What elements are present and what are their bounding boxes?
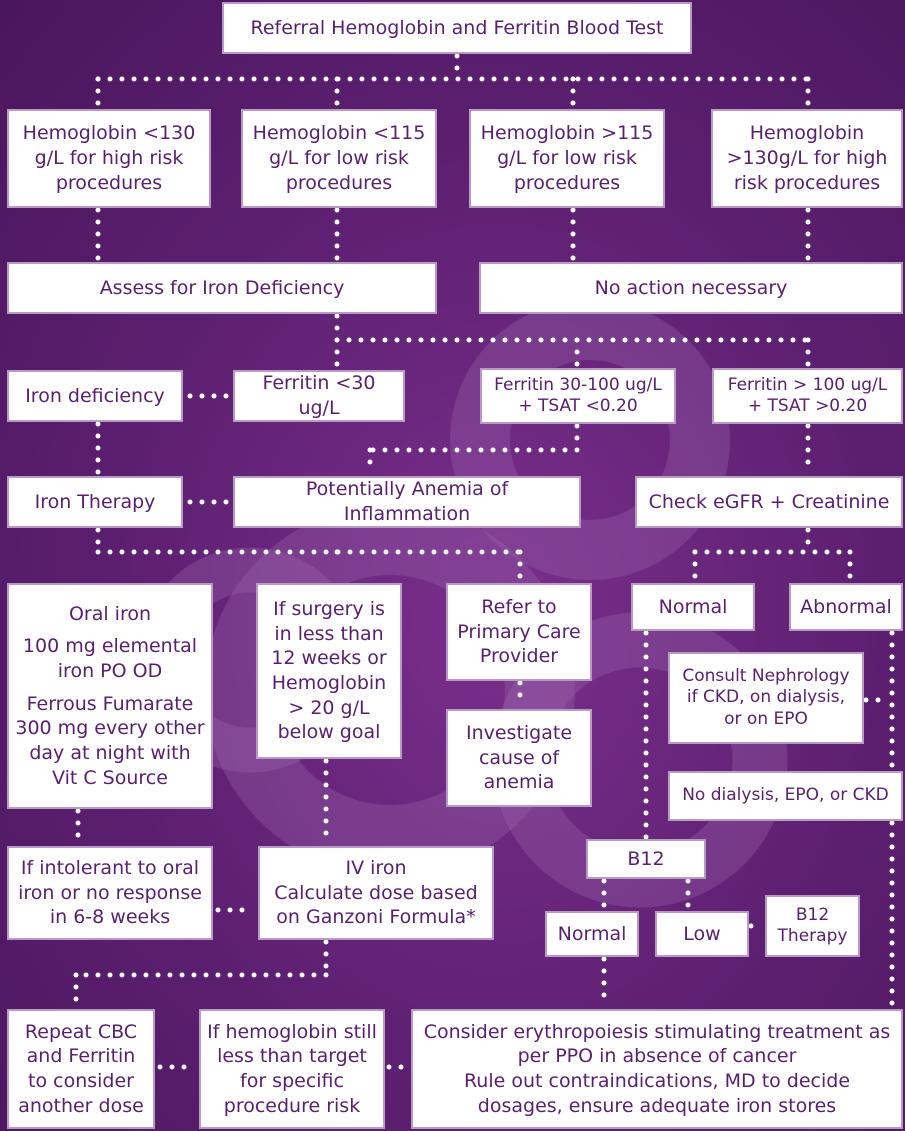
consult-nephrology-text: Consult Nephrology if CKD, on dialysis, … [682, 666, 850, 729]
hb-gt115-low-text: Hemoglobin >115 g/L for low risk procedu… [480, 122, 654, 194]
hb-still-low-text: If hemoglobin still less than target for… [207, 1020, 377, 1117]
ferritin-gt100-text: Ferritin > 100 ug/L + TSAT >0.20 [727, 374, 888, 416]
repeat-cbc-text: Repeat CBC and Ferritin to consider anot… [18, 1020, 144, 1117]
hb-lt115-low-text: Hemoglobin <115 g/L for low risk procedu… [252, 122, 426, 194]
refer-pcp-text: Refer to Primary Care Provider [457, 595, 581, 668]
oral-iron-node: Oral iron 100 mg elemental iron PO OD Fe… [7, 583, 213, 809]
investigate-text: Investigate cause of anemia [465, 721, 573, 794]
esa-line1: Consider erythropoiesis stimulating trea… [423, 1020, 891, 1068]
b12-normal-node: Normal [545, 911, 639, 957]
b12-therapy-node: B12 Therapy [765, 895, 860, 957]
ferritin-lt30-node: Ferritin <30 ug/L [233, 370, 405, 422]
referral-text: Referral Hemoglobin and Ferritin Blood T… [250, 16, 664, 39]
egfr-normal-text: Normal [658, 595, 728, 618]
check-egfr-text: Check eGFR + Creatinine [648, 490, 890, 513]
iron-therapy-text: Iron Therapy [34, 490, 156, 513]
surgery-soon-text: If surgery is in less than 12 weeks or H… [271, 597, 387, 744]
no-dialysis-text: No dialysis, EPO, or CKD [682, 785, 889, 806]
iv-iron-dose: Calculate dose based on Ganzoni Formula* [274, 881, 478, 929]
check-egfr-node: Check eGFR + Creatinine [635, 476, 903, 528]
hb-lt130-high-node: Hemoglobin <130 g/L for high risk proced… [7, 109, 211, 208]
egfr-abnormal-node: Abnormal [789, 583, 903, 631]
referral-node: Referral Hemoglobin and Ferritin Blood T… [222, 2, 692, 54]
iv-iron-title: IV iron [345, 856, 407, 879]
b12-low-text: Low [683, 922, 721, 945]
anemia-inflammation-node: Potentially Anemia of Inflammation [233, 476, 581, 528]
egfr-abnormal-text: Abnormal [800, 595, 892, 618]
no-dialysis-node: No dialysis, EPO, or CKD [668, 771, 903, 821]
no-action-text: No action necessary [594, 276, 788, 299]
hb-gt130-high-node: Hemoglobin >130g/L for high risk procedu… [711, 109, 903, 208]
iron-deficiency-node: Iron deficiency [7, 370, 183, 422]
oral-iron-title: Oral iron [68, 602, 152, 625]
consult-nephrology-node: Consult Nephrology if CKD, on dialysis, … [668, 652, 864, 744]
ferritin-30-100-node: Ferritin 30-100 ug/L + TSAT <0.20 [480, 368, 676, 424]
hb-still-low-node: If hemoglobin still less than target for… [199, 1009, 385, 1129]
no-action-node: No action necessary [479, 262, 903, 314]
refer-pcp-node: Refer to Primary Care Provider [446, 583, 592, 681]
hb-lt115-low-node: Hemoglobin <115 g/L for low risk procedu… [241, 109, 437, 208]
b12-therapy-text: B12 Therapy [777, 904, 848, 946]
oral-iron-dose: 100 mg elemental iron PO OD [22, 635, 198, 682]
assess-iron-node: Assess for Iron Deficiency [7, 262, 437, 314]
ferritin-gt100-node: Ferritin > 100 ug/L + TSAT >0.20 [712, 368, 903, 424]
intolerant-text: If intolerant to oral iron or no respons… [18, 856, 202, 929]
repeat-cbc-node: Repeat CBC and Ferritin to consider anot… [7, 1009, 155, 1129]
investigate-node: Investigate cause of anemia [446, 709, 592, 807]
b12-low-node: Low [655, 911, 749, 957]
esa-line2: Rule out contraindications, MD to decide… [463, 1070, 851, 1117]
esa-node: Consider erythropoiesis stimulating trea… [411, 1009, 903, 1129]
hb-gt130-high-text: Hemoglobin >130g/L for high risk procedu… [726, 122, 888, 194]
assess-iron-text: Assess for Iron Deficiency [99, 276, 345, 299]
iron-deficiency-text: Iron deficiency [25, 384, 165, 407]
b12-normal-text: Normal [557, 922, 627, 945]
egfr-normal-node: Normal [631, 583, 755, 631]
oral-iron-ferrous: Ferrous Fumarate 300 mg every other day … [15, 692, 205, 789]
iv-iron-node: IV iron Calculate dose based on Ganzoni … [258, 846, 494, 940]
surgery-soon-node: If surgery is in less than 12 weeks or H… [256, 583, 402, 759]
ferritin-lt30-text: Ferritin <30 ug/L [262, 372, 376, 419]
b12-text: B12 [627, 847, 665, 870]
intolerant-node: If intolerant to oral iron or no respons… [7, 846, 213, 940]
hb-gt115-low-node: Hemoglobin >115 g/L for low risk procedu… [469, 109, 665, 208]
anemia-inflammation-text: Potentially Anemia of Inflammation [305, 478, 509, 525]
hb-lt130-high-text: Hemoglobin <130 g/L for high risk proced… [22, 122, 196, 194]
iron-therapy-node: Iron Therapy [7, 476, 183, 528]
ferritin-30-100-text: Ferritin 30-100 ug/L + TSAT <0.20 [494, 374, 662, 416]
b12-node: B12 [586, 839, 706, 879]
